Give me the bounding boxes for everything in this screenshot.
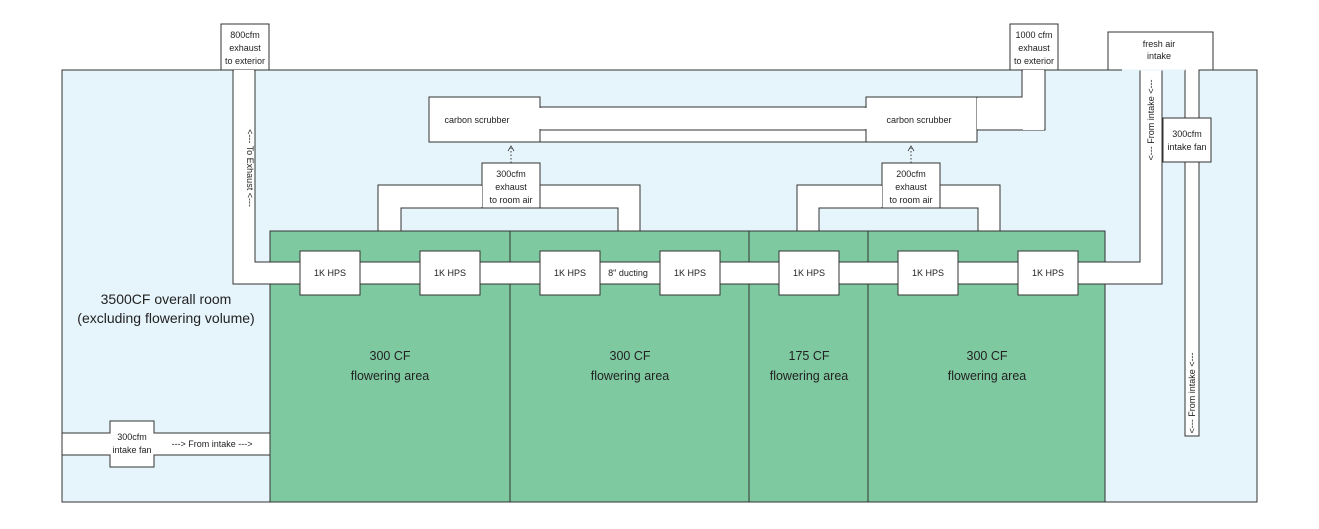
intake-fan-right-label: 300cfm intake fan (1167, 129, 1206, 152)
arrow-to-exhaust: <--- To Exhaust <--- (245, 129, 255, 207)
room-exhaust-200-label: 200cfm exhaust to room air (889, 169, 932, 205)
svg-text:intake fan: intake fan (112, 445, 151, 455)
svg-text:(excluding flowering volume): (excluding flowering volume) (77, 310, 254, 326)
svg-text:800cfm: 800cfm (230, 30, 260, 40)
light-box-5 (778, 250, 840, 296)
svg-text:flowering area: flowering area (948, 369, 1027, 383)
svg-text:300 CF: 300 CF (967, 349, 1008, 363)
svg-text:300cfm: 300cfm (496, 169, 526, 179)
ducting-label: 8" ducting (608, 268, 648, 278)
svg-text:flowering area: flowering area (770, 369, 849, 383)
svg-text:flowering area: flowering area (351, 369, 430, 383)
svg-text:300 CF: 300 CF (610, 349, 651, 363)
arrow-from-intake-bottom: <--- From intake <--- (1187, 352, 1197, 433)
light-label-3: 1K HPS (554, 268, 586, 278)
scrubber-duct-mid (539, 108, 867, 129)
svg-text:200cfm: 200cfm (896, 169, 926, 179)
svg-text:175 CF: 175 CF (789, 349, 830, 363)
light-label-5: 1K HPS (793, 268, 825, 278)
light-box-6 (897, 250, 959, 296)
svg-text:1000 cfm: 1000 cfm (1015, 30, 1052, 40)
room-label: 3500CF overall room (excluding flowering… (77, 291, 254, 326)
intake-fan-left-label: 300cfm intake fan (112, 432, 151, 455)
svg-text:to exterior: to exterior (1014, 56, 1054, 66)
svg-text:300cfm: 300cfm (1172, 129, 1202, 139)
light-box-3 (539, 250, 601, 296)
svg-text:300 CF: 300 CF (370, 349, 411, 363)
exhaust-1000-box (1009, 23, 1059, 71)
svg-text:fresh air: fresh air (1143, 39, 1176, 49)
arrow-from-intake-left: ---> From intake ---> (171, 439, 252, 449)
light-box-1 (299, 250, 361, 296)
svg-text:exhaust: exhaust (229, 43, 261, 53)
exhaust-800-label: 800cfm exhaust to exterior (225, 30, 265, 66)
svg-text:intake: intake (1147, 51, 1171, 61)
light-label-2: 1K HPS (434, 268, 466, 278)
scrubber-right-box (865, 96, 978, 143)
svg-text:3500CF overall room: 3500CF overall room (101, 291, 232, 307)
light-label-7: 1K HPS (1032, 268, 1064, 278)
arrow-from-intake-top: <--- From intake <--- (1146, 79, 1156, 160)
room-exhaust-300-label: 300cfm exhaust to room air (489, 169, 532, 205)
light-box-4 (659, 250, 721, 296)
light-label-1: 1K HPS (314, 268, 346, 278)
fresh-air-label: fresh air intake (1143, 39, 1176, 61)
intake-fan-right-box (1162, 117, 1212, 163)
svg-text:300cfm: 300cfm (117, 432, 147, 442)
svg-text:exhaust: exhaust (1018, 43, 1050, 53)
left-intake-duct (61, 420, 271, 468)
area-label-1: 300 CF flowering area (351, 349, 430, 383)
light-label-4: 1K HPS (674, 268, 706, 278)
scrubber-right-label: carbon scrubber (886, 115, 951, 125)
area-label-4: 300 CF flowering area (948, 349, 1027, 383)
area-label-3: 175 CF flowering area (770, 349, 849, 383)
light-label-6: 1K HPS (912, 268, 944, 278)
scrubber-left-box (428, 96, 541, 143)
svg-text:to room air: to room air (889, 195, 932, 205)
svg-text:flowering area: flowering area (591, 369, 670, 383)
svg-text:to room air: to room air (489, 195, 532, 205)
area-label-2: 300 CF flowering area (591, 349, 670, 383)
exhaust-800-box (220, 23, 270, 71)
svg-text:to exterior: to exterior (225, 56, 265, 66)
light-box-2 (419, 250, 481, 296)
svg-text:intake fan: intake fan (1167, 142, 1206, 152)
svg-text:exhaust: exhaust (495, 182, 527, 192)
light-box-7 (1017, 250, 1079, 296)
svg-text:exhaust: exhaust (895, 182, 927, 192)
scrubber-left-label: carbon scrubber (444, 115, 509, 125)
exhaust-1000-label: 1000 cfm exhaust to exterior (1014, 30, 1054, 66)
